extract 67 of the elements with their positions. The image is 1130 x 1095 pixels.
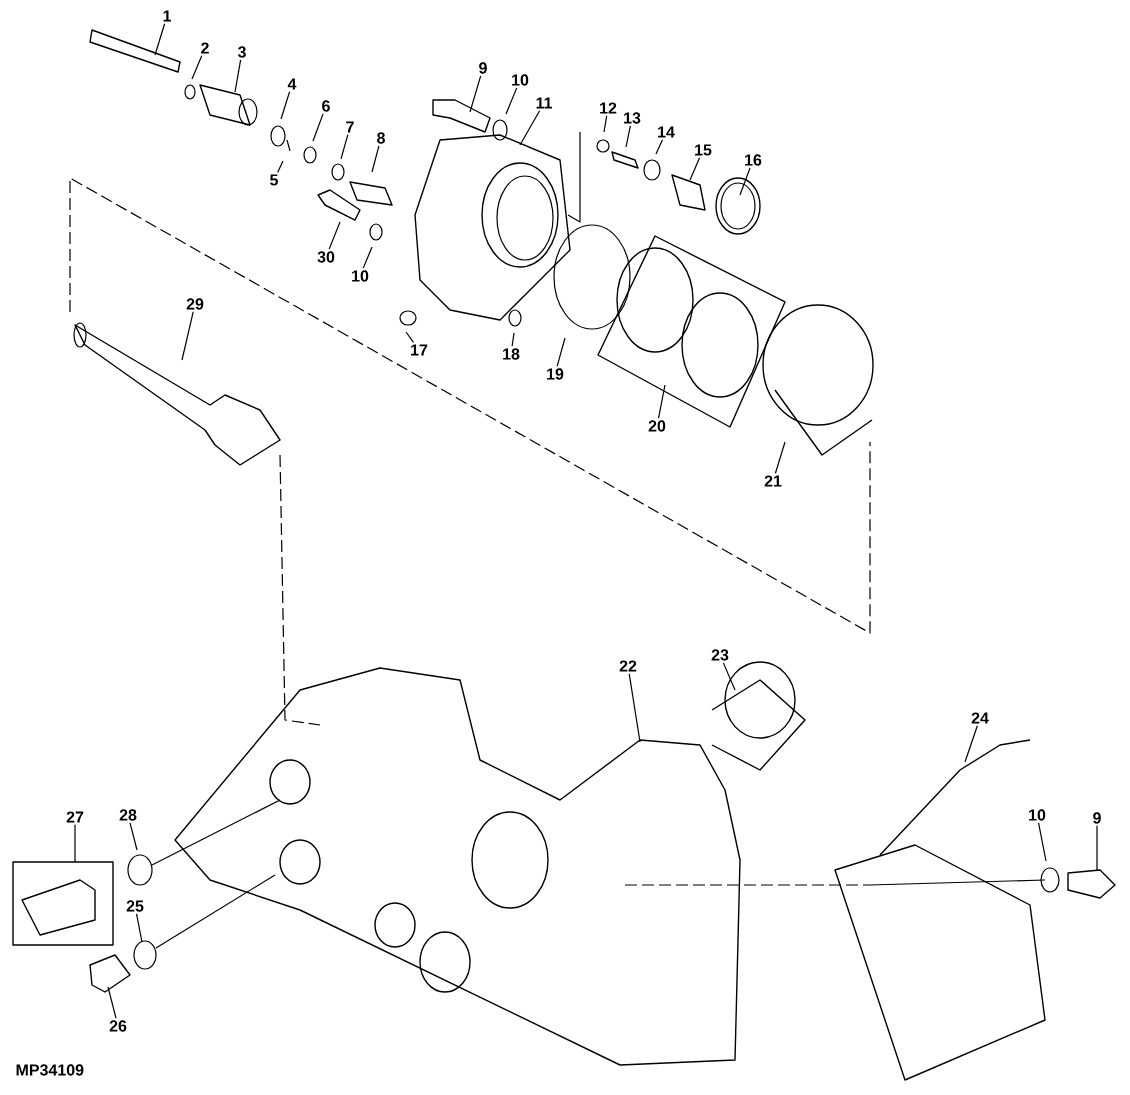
leader-line	[405, 331, 415, 343]
callout-number: 5	[270, 174, 278, 186]
callout-number: 22	[619, 660, 637, 672]
leader-line	[154, 23, 166, 56]
callout-number: 10	[1029, 809, 1046, 821]
leader-line	[689, 157, 701, 181]
leader-line	[191, 55, 203, 80]
figure-code: MP34109	[16, 1064, 84, 1076]
leader-line	[234, 59, 242, 93]
callout-number: 18	[503, 348, 520, 360]
leader-line	[107, 986, 117, 1019]
callout-number: 13	[624, 112, 641, 124]
callout-number: 8	[377, 132, 385, 144]
callout-number: 12	[600, 102, 617, 114]
leader-line	[774, 441, 786, 474]
leader-line	[135, 913, 143, 943]
leader-line	[964, 725, 978, 763]
callout-number: 19	[547, 368, 564, 380]
leader-line	[511, 332, 515, 347]
leader-line	[181, 311, 194, 361]
callout-number: 3	[237, 46, 246, 58]
leader-line	[129, 822, 138, 851]
leader-line	[362, 246, 373, 269]
callout-number: 30	[317, 251, 335, 263]
callout-number: 28	[119, 809, 137, 821]
callout-number: 10	[512, 74, 529, 86]
callout-number: 15	[695, 144, 712, 156]
leader-line	[328, 221, 341, 250]
callout-number: 1	[163, 10, 171, 22]
leader-line	[469, 75, 482, 113]
callout-number: 7	[346, 121, 354, 133]
callout-number: 14	[658, 126, 675, 138]
callout-number: 17	[411, 344, 428, 356]
leader-line	[655, 139, 664, 155]
callout-number: 20	[648, 420, 666, 432]
leader-line	[625, 125, 631, 148]
callout-number: 25	[126, 900, 144, 912]
leader-line	[277, 160, 284, 173]
leader-line	[280, 91, 291, 120]
leader-line	[1096, 825, 1098, 871]
callout-number: 23	[711, 649, 729, 661]
callout-number: 2	[201, 42, 209, 54]
callout-number: 24	[971, 712, 989, 724]
callout-number: 4	[287, 78, 297, 90]
callout-number: 29	[186, 298, 204, 310]
callout-number: 27	[66, 811, 84, 823]
callout-number: 11	[536, 97, 552, 109]
leader-line	[505, 87, 518, 115]
leader-line	[340, 134, 349, 160]
leader-line	[74, 824, 76, 863]
leader-line	[371, 145, 380, 173]
callout-number: 9	[479, 62, 487, 74]
leader-line	[603, 115, 608, 133]
leader-line	[722, 662, 736, 691]
callout-number: 21	[764, 475, 782, 487]
callout-number: 9	[1093, 812, 1101, 824]
leader-line	[657, 384, 666, 419]
leader-line	[312, 113, 324, 142]
leader-line	[1037, 822, 1047, 862]
callout-number: 16	[745, 154, 762, 166]
callout-number: 10	[352, 270, 369, 282]
leader-line	[519, 110, 541, 146]
leader-line	[739, 167, 751, 196]
leader-line	[556, 337, 566, 367]
callout-number: 6	[322, 100, 330, 112]
leader-line	[628, 673, 641, 743]
callout-number: 26	[109, 1020, 127, 1032]
